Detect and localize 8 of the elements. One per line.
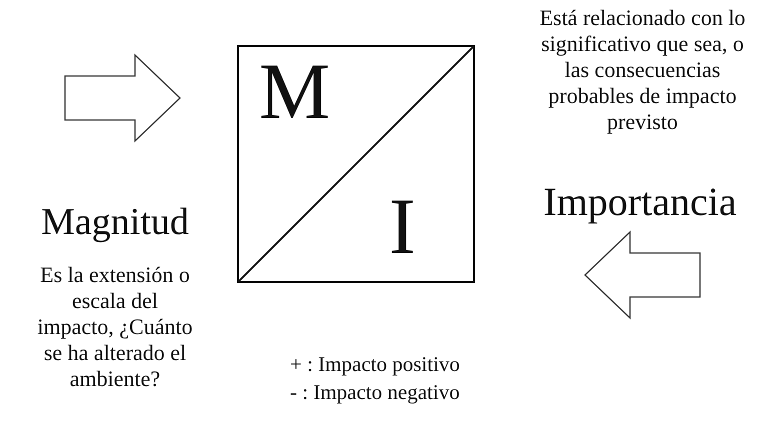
cell-letter: I xyxy=(389,187,416,267)
description-text: Es la extensión o escala del impacto, ¿Cuánto se ha alterado el ambiente? xyxy=(36,262,194,392)
heading-text: Importancia xyxy=(542,178,738,226)
heading-text: Magnitud xyxy=(40,200,190,245)
note-text: - : Impacto negativo xyxy=(290,380,461,405)
description-text: Está relacionado con lo significativo que sea, o las consecuencias probables de impacto previsto xyxy=(538,5,746,135)
cell-letter: M xyxy=(259,52,330,132)
note-text: + : Impacto positivo xyxy=(290,352,461,377)
